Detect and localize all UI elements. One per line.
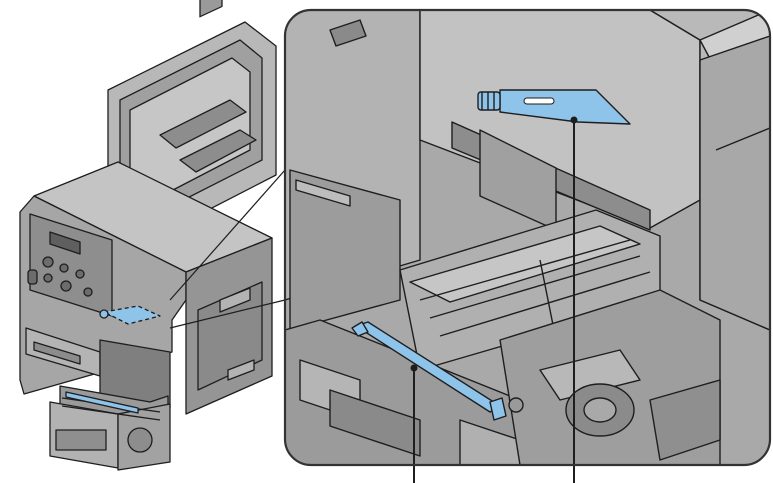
overview-dashed-top-part [103,305,161,325]
overview-bottom-guide-bar [65,391,139,414]
overview-printer [19,0,286,471]
top-part-leader-dot [570,116,578,124]
zoom-connector-top [169,169,286,301]
bottom-part-leader-dot [410,364,418,372]
printer-body [19,161,273,415]
detail-view [285,10,770,465]
open-cover-area [49,339,171,471]
top-tension-bar [477,89,631,125]
detail-callout-frame [283,8,772,467]
overview-knob [99,309,109,319]
zoom-connector-bottom [169,299,286,329]
bottom-guide-bar [351,321,507,421]
